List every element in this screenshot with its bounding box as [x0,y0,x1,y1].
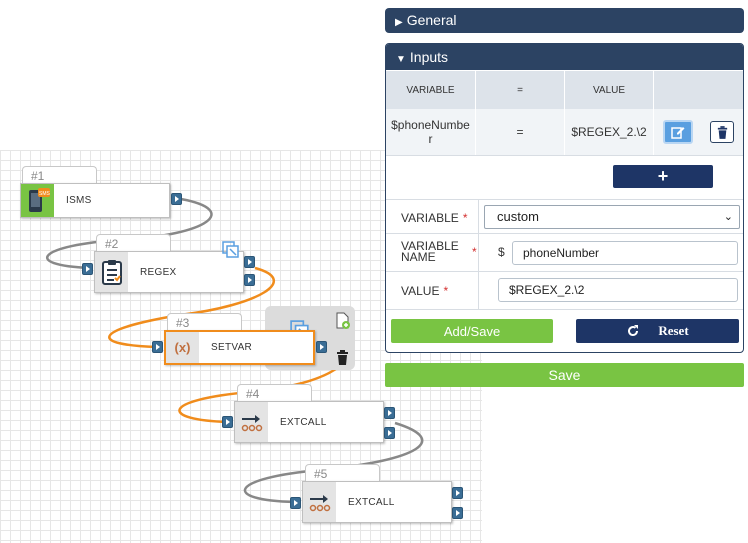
value-field[interactable]: $REGEX_2.\2 [498,278,738,302]
output-port-nomatch[interactable] [244,274,255,286]
svg-text:SMS: SMS [39,191,50,197]
variable-x-icon: (x) [166,332,199,363]
caret-right-icon: ▶ [395,17,403,28]
inputs-panel: ▼Inputs VARIABLE = VALUE $phoneNumber = … [385,43,744,353]
divider [386,233,743,234]
node-1-tab[interactable]: #1 [22,166,97,184]
node-label: SETVAR [211,342,253,353]
external-call-icon [303,482,336,522]
variable-select-value: custom [497,209,539,224]
add-save-button[interactable]: Add/Save [391,319,553,343]
divider [386,199,743,200]
row-equals: = [476,109,565,155]
node-4-tab[interactable]: #4 [237,384,312,402]
row-value: $REGEX_2.\2 [565,109,654,155]
output-port-success[interactable] [384,407,395,419]
node-5-tab[interactable]: #5 [305,464,380,482]
inputs-panel-header[interactable]: ▼Inputs [386,44,743,70]
add-row-button[interactable]: + [613,165,713,188]
delete-button[interactable] [710,121,735,143]
divider [386,309,743,310]
node-label: EXTCALL [348,496,395,508]
table-row[interactable]: $phoneNumber = $REGEX_2.\2 [386,109,743,156]
node-setvar[interactable]: (x) SETVAR [164,330,315,365]
required-mark: * [472,245,477,259]
edit-button[interactable] [662,120,693,144]
node-isms[interactable]: SMS ISMS [20,183,170,218]
node-label: ISMS [66,195,92,206]
output-port-failure[interactable] [452,507,463,519]
dollar-prefix: $ [498,245,505,259]
col-actions [654,71,743,109]
general-panel-header[interactable]: ▶General [385,8,744,33]
add-file-icon[interactable] [335,312,351,335]
reset-label: Reset [658,323,689,338]
row-actions [654,109,743,155]
chevron-down-icon: ⌄ [723,211,733,223]
variable-divider [478,200,479,310]
output-port-match[interactable] [244,256,255,268]
input-port[interactable] [290,497,301,509]
node-3-tab[interactable]: #3 [167,313,242,331]
node-label: EXTCALL [280,416,327,428]
inputs-table-header: VARIABLE = VALUE [386,71,743,109]
save-button[interactable]: Save [385,363,744,387]
node-extcall-5[interactable]: EXTCALL [302,481,452,523]
panel-title: Inputs [409,49,449,65]
external-call-icon [235,402,268,442]
variable-name-label: VARIABLE NAME [401,239,459,264]
node-number: #2 [105,237,119,251]
variable-name-field[interactable]: phoneNumber [512,241,738,265]
node-number: #5 [314,467,328,481]
node-number: #1 [31,169,45,183]
value-label: VALUE* [401,284,449,298]
row-variable: $phoneNumber [386,109,476,155]
variable-select[interactable]: custom ⌄ [484,205,740,229]
divider [386,271,743,272]
caret-down-icon: ▼ [396,54,406,65]
copy-node-icon[interactable] [222,241,240,264]
col-variable: VARIABLE [386,71,476,109]
input-port[interactable] [222,416,233,428]
sms-phone-icon: SMS [21,184,54,217]
col-value: VALUE [565,71,654,109]
output-port-failure[interactable] [384,427,395,439]
node-number: #4 [246,387,260,401]
variable-label: VARIABLE* [401,211,468,225]
output-port-success[interactable] [452,487,463,499]
panel-title: General [406,12,457,28]
clipboard-icon [95,252,128,292]
node-2-tab[interactable]: #2 [96,234,171,252]
node-number: #3 [176,316,190,330]
refresh-icon [628,325,639,337]
input-port[interactable] [82,263,93,275]
input-port[interactable] [152,341,163,353]
trash-icon [717,125,727,139]
trash-icon[interactable] [336,350,349,370]
output-port[interactable] [171,193,182,205]
reset-button[interactable]: Reset [576,319,739,343]
node-label: REGEX [140,266,177,278]
col-equals: = [476,71,565,109]
output-port[interactable] [316,341,327,353]
node-regex[interactable]: REGEX [94,251,244,293]
edit-icon [671,127,685,139]
node-extcall-4[interactable]: EXTCALL [234,401,384,443]
